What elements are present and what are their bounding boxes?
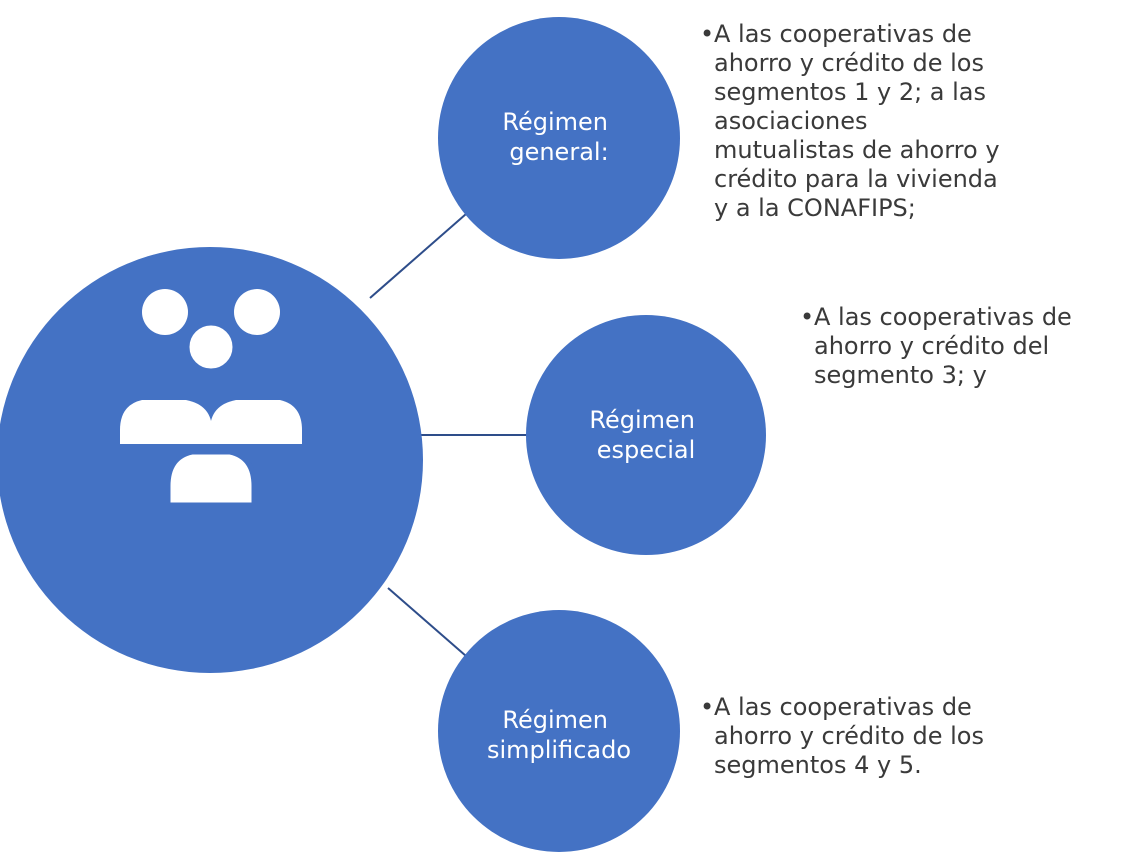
connector-simplificado: [387, 587, 467, 657]
description-simplificado-text: A las cooperativas de ahorro y crédito d…: [714, 693, 984, 779]
bullet-simplificado: •: [700, 693, 715, 721]
bullet-general: •: [700, 20, 715, 48]
branch-label-especial-line1: Régimen: [589, 406, 695, 434]
branch-label-general-line2: general:: [509, 138, 608, 166]
branch-label-simplificado: Régimen simplificado: [487, 706, 631, 764]
branch-circle-general: [438, 17, 680, 259]
branch-circle-simplificado: [438, 610, 680, 852]
description-general-text: A las cooperativas de ahorro y crédito d…: [714, 20, 1000, 222]
branch-circle-especial: [526, 315, 766, 555]
branch-label-especial-line2: especial: [597, 436, 696, 464]
branch-label-simplificado-line2: simplificado: [487, 736, 631, 764]
description-especial: • A las cooperativas de ahorro y crédito…: [800, 303, 1072, 390]
branch-label-especial: Régimen especial: [589, 406, 702, 464]
bullet-especial: •: [800, 303, 815, 331]
description-general: • A las cooperativas de ahorro y crédito…: [700, 20, 1000, 223]
description-especial-text: A las cooperativas de ahorro y crédito d…: [814, 303, 1072, 389]
description-simplificado: • A las cooperativas de ahorro y crédito…: [700, 693, 984, 780]
branch-label-simplificado-line1: Régimen: [502, 706, 608, 734]
connector-general: [369, 213, 467, 299]
branch-label-general: Régimen general:: [502, 108, 615, 166]
branch-label-general-line1: Régimen: [502, 108, 608, 136]
people-group-icon: [120, 289, 302, 508]
